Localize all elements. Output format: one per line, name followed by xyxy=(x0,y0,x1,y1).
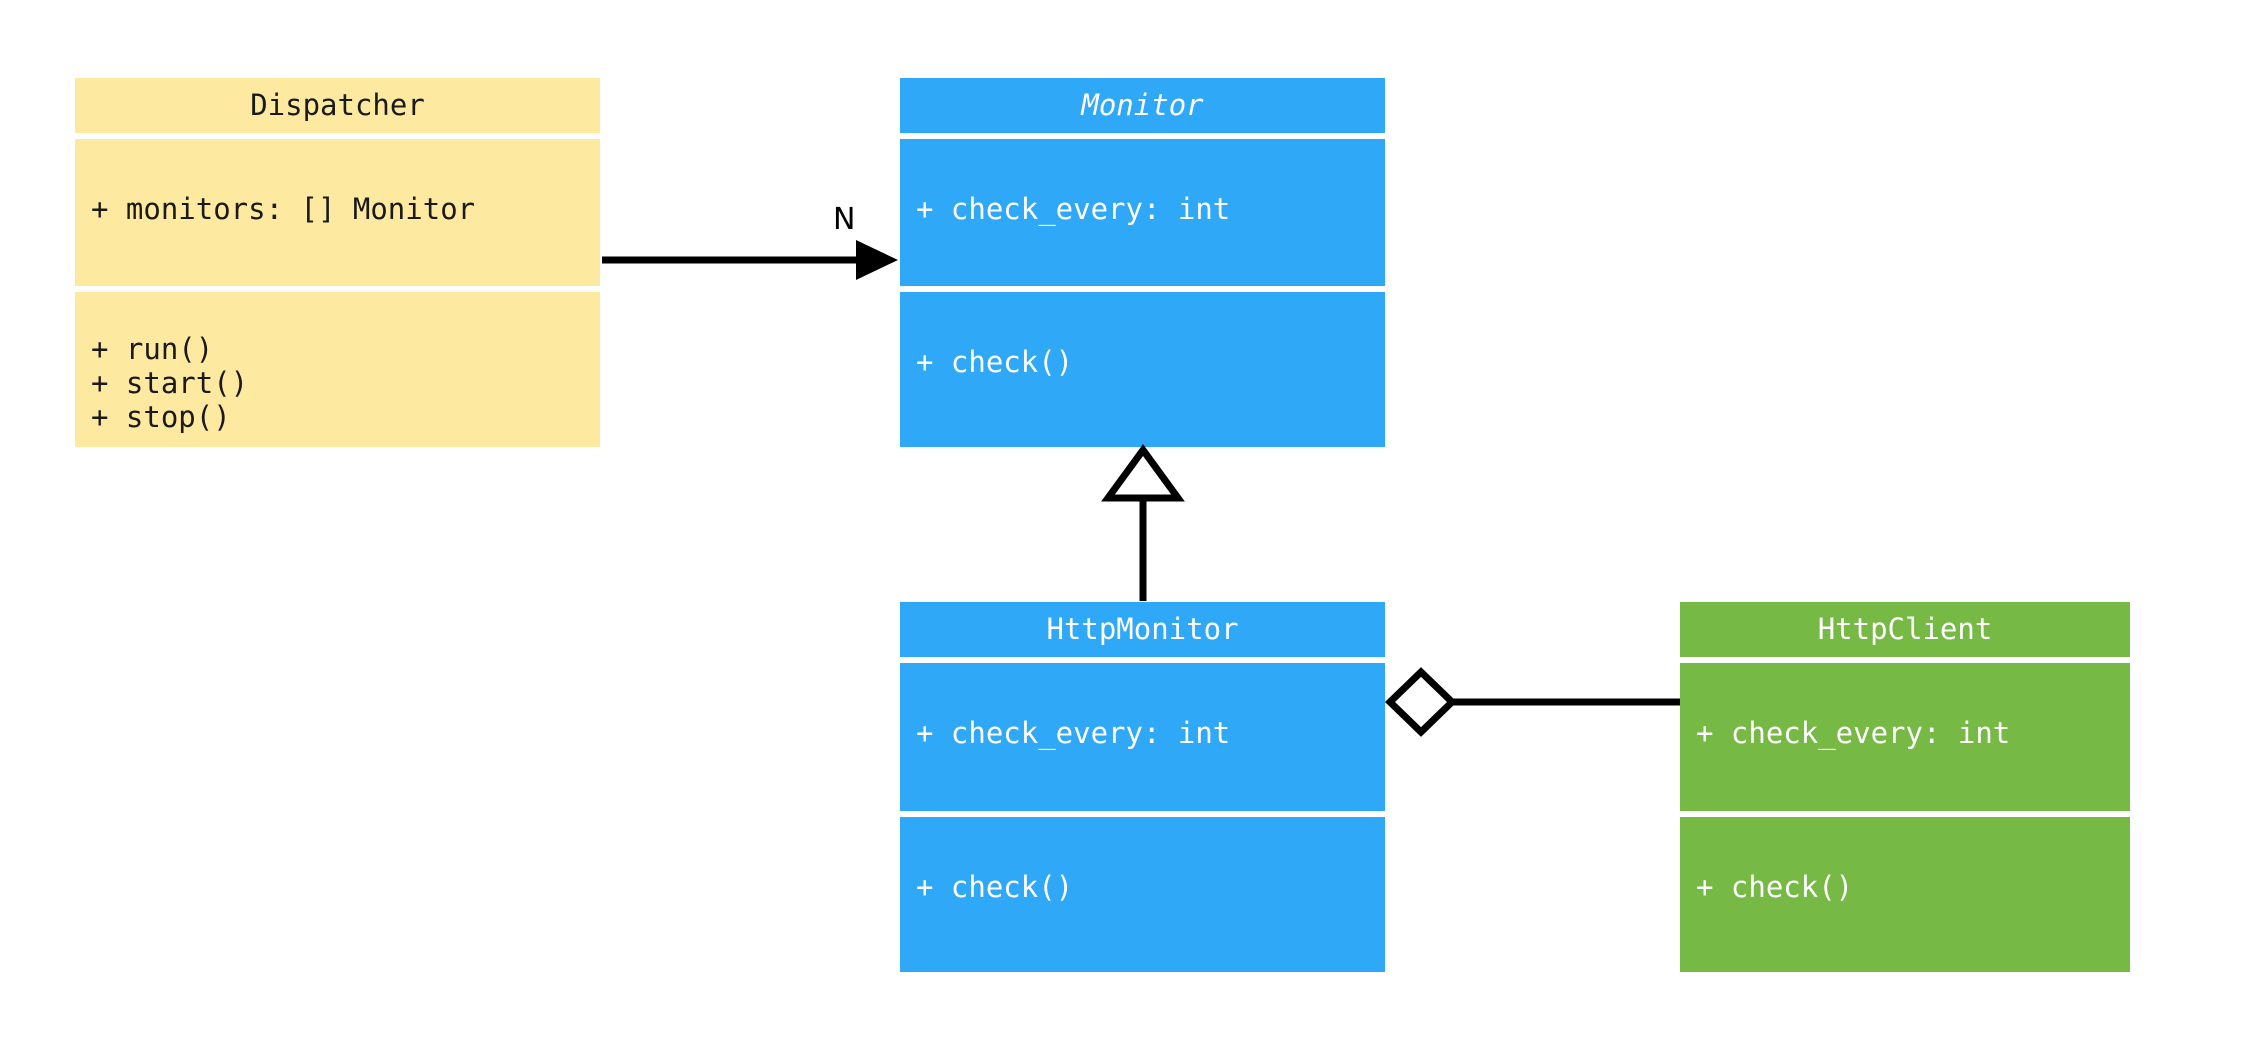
class-box-dispatcher[interactable]: Dispatcher + monitors: [] Monitor + run(… xyxy=(75,78,600,447)
relationship-association-dispatcher-monitor[interactable] xyxy=(602,240,898,280)
association-multiplicity-label: N xyxy=(833,202,856,237)
attributes-compartment-dispatcher: + monitors: [] Monitor xyxy=(75,139,600,286)
compartment-divider xyxy=(900,286,1385,292)
method-row: + stop() xyxy=(91,400,231,434)
methods-compartment-dispatcher: + run() + start() + stop() xyxy=(75,292,600,447)
class-title-http-monitor: HttpMonitor xyxy=(900,602,1385,657)
class-title-dispatcher: Dispatcher xyxy=(75,78,600,133)
class-title-http-client: HttpClient xyxy=(1680,602,2130,657)
class-title-monitor: Monitor xyxy=(900,78,1385,133)
generalization-triangle-icon xyxy=(1101,444,1185,502)
compartment-divider xyxy=(1680,811,2130,817)
method-row: + start() xyxy=(91,366,249,400)
attributes-compartment-monitor: + check_every: int xyxy=(900,139,1385,286)
relationship-aggregation-httpmonitor-httpclient[interactable] xyxy=(1384,667,1680,737)
aggregation-diamond-icon xyxy=(1384,667,1458,737)
attribute-row: + monitors: [] Monitor xyxy=(91,192,476,226)
compartment-divider xyxy=(75,286,600,292)
methods-compartment-monitor: + check() xyxy=(900,292,1385,447)
class-box-http-client[interactable]: HttpClient + check_every: int + check() xyxy=(1680,602,2130,972)
class-box-monitor[interactable]: Monitor + check_every: int + check() xyxy=(900,78,1385,447)
compartment-divider xyxy=(900,133,1385,139)
methods-compartment-http-client: + check() xyxy=(1680,817,2130,972)
class-box-http-monitor[interactable]: HttpMonitor + check_every: int + check() xyxy=(900,602,1385,972)
method-row: + check() xyxy=(916,870,1074,904)
method-row: + check() xyxy=(1696,870,1854,904)
compartment-divider xyxy=(75,133,600,139)
compartment-divider xyxy=(900,811,1385,817)
compartment-divider xyxy=(900,657,1385,663)
attribute-row: + check_every: int xyxy=(1696,716,2011,750)
attribute-row: + check_every: int xyxy=(916,192,1231,226)
methods-compartment-http-monitor: + check() xyxy=(900,817,1385,972)
attribute-row: + check_every: int xyxy=(916,716,1231,750)
relationship-generalization-httpmonitor-monitor[interactable] xyxy=(1101,444,1185,601)
attributes-compartment-http-client: + check_every: int xyxy=(1680,663,2130,811)
association-arrowhead-icon xyxy=(856,240,898,280)
attributes-compartment-http-monitor: + check_every: int xyxy=(900,663,1385,811)
compartment-divider xyxy=(1680,657,2130,663)
method-row: + run() xyxy=(91,332,214,366)
method-row: + check() xyxy=(916,345,1074,379)
